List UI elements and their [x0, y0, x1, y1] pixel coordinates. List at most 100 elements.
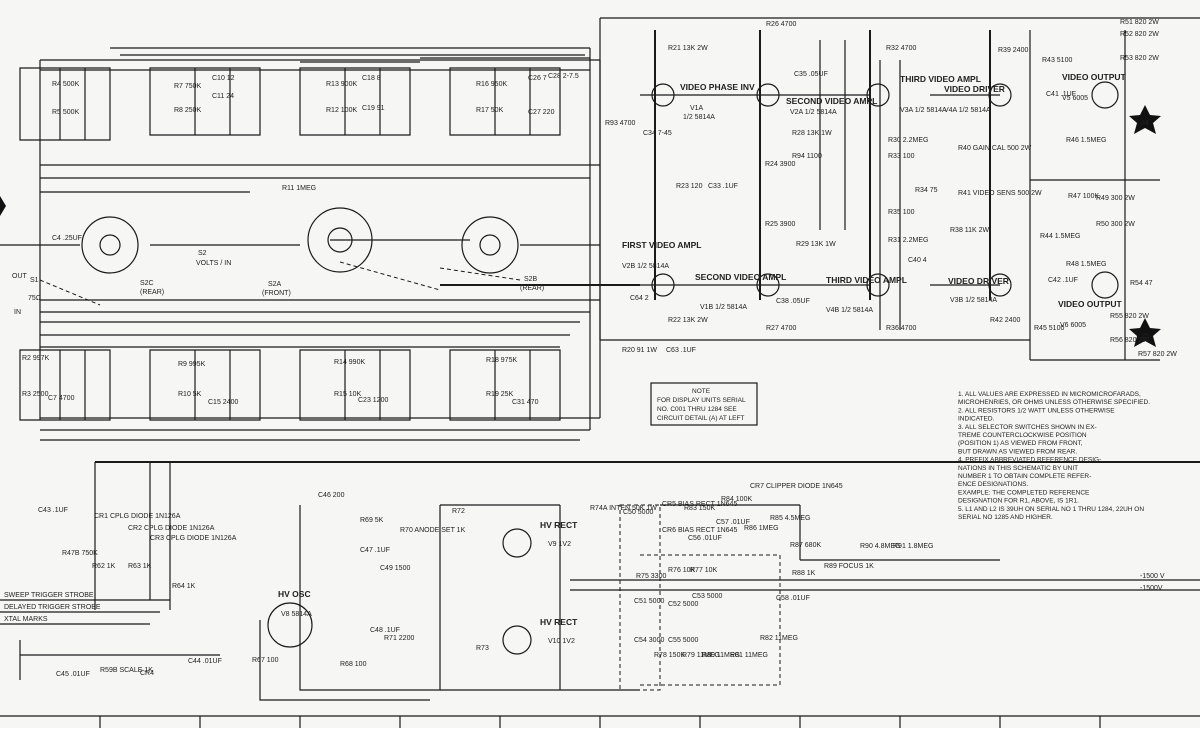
component-label: R75 3300 — [636, 573, 666, 580]
component-label: R82 11MEG — [760, 635, 798, 642]
component-label: R77 10K — [690, 567, 718, 574]
label-v1a: V1A — [690, 105, 704, 112]
component-label: CR1 CPLG DIODE 1N126A — [94, 513, 181, 520]
component-label: CR3 CPLG DIODE 1N126A — [150, 535, 237, 542]
component-label: C27 220 — [528, 109, 555, 116]
component-label: R24 3900 — [765, 161, 795, 168]
component-label: R48 1.5MEG — [1066, 261, 1106, 268]
component-label: R84 100K — [721, 496, 752, 503]
component-label: R42 2400 — [990, 317, 1020, 324]
selector-switch-s2c — [81, 207, 519, 274]
component-label: R81 11MEG — [730, 652, 768, 659]
general-notes: 1. ALL VALUES ARE EXPRESSED IN MICROMICR… — [958, 391, 1150, 521]
component-label: R18 975K — [486, 357, 517, 364]
component-label: C53 5000 — [692, 593, 722, 600]
component-label: R25 3900 — [765, 221, 795, 228]
component-label: C58 .01UF — [776, 595, 810, 602]
component-label: R13 900K — [326, 81, 357, 88]
component-label: R20 91 1W — [622, 347, 657, 354]
component-label: R11 1MEG — [282, 185, 316, 192]
display-note-line2: NO. C001 THRU 1284 SEE — [657, 406, 737, 413]
component-label: R78 150K — [654, 652, 685, 659]
general-note-line: 1. ALL VALUES ARE EXPRESSED IN MICROMICR… — [958, 391, 1141, 398]
label-hv-rect-top: HV RECT — [540, 520, 578, 530]
component-label: R93 4700 — [605, 120, 635, 127]
component-label: C41 .1UF — [1046, 91, 1076, 98]
label-v4a: V4A 1/2 5814A — [944, 107, 991, 114]
label-v1a-type: 1/2 5814A — [683, 114, 715, 121]
general-note-line: SERIAL NO 1285 AND HIGHER. — [958, 514, 1053, 521]
label-v10: V10 1V2 — [548, 638, 575, 645]
component-label: C7 4700 — [48, 395, 75, 402]
label-minus-1500-b: -1500V — [1140, 585, 1163, 592]
general-note-line: MICROHENRIES, OR OHMS UNLESS OTHERWISE S… — [958, 399, 1150, 406]
component-label: C48 .1UF — [370, 627, 400, 634]
component-label: R3 2500 — [22, 391, 49, 398]
star-label-top: 24 — [1141, 120, 1149, 127]
selector-wiring — [0, 47, 640, 441]
component-label: R16 950K — [476, 81, 507, 88]
component-label: R43 5100 — [1042, 57, 1072, 64]
component-label: R76 10K — [668, 567, 696, 574]
component-label: C47 .1UF — [360, 547, 390, 554]
component-label: C15 2400 — [208, 399, 238, 406]
label-volts-in: VOLTS / IN — [196, 260, 231, 267]
label-s2c: S2C — [140, 280, 154, 287]
label-v4b: V4B 1/2 5814A — [826, 307, 873, 314]
component-label: C11 24 — [212, 93, 234, 100]
label-v9: V9 1V2 — [548, 541, 571, 548]
star-label-bottom: 25 — [1141, 333, 1149, 340]
component-label: C4 .25UF — [52, 235, 82, 242]
component-label: R41 VIDEO SENS 500 2W — [958, 190, 1042, 197]
component-label: R72 — [452, 508, 465, 515]
general-note-line: NUMBER 1 TO OBTAIN COMPLETE REFER- — [958, 473, 1091, 480]
component-label: C44 .01UF — [188, 658, 222, 665]
strobe-labels: SWEEP TRIGGER STROBE DELAYED TRIGGER STR… — [4, 573, 1165, 623]
label-v2a: V2A 1/2 5814A — [790, 109, 837, 116]
component-label: C34 7-45 — [643, 130, 672, 137]
label-v3b: V3B 1/2 5814A — [950, 297, 997, 304]
component-label: R40 GAIN CAL 500 2W — [958, 145, 1032, 152]
general-note-line: DESIGNATION FOR R1, ABOVE, IS 1R1. — [958, 498, 1079, 505]
component-label: R63 1K — [128, 563, 152, 570]
label-s2: S2 — [198, 250, 207, 257]
label-third-video-ampl-bottom: THIRD VIDEO AMPL — [826, 275, 907, 285]
component-label: CR4 — [140, 670, 154, 677]
component-label: C42 .1UF — [1048, 277, 1078, 284]
label-out: OUT — [12, 273, 28, 280]
component-label: C45 .01UF — [56, 671, 90, 678]
component-label: R15 10K — [334, 391, 362, 398]
label-delayed-trigger: DELAYED TRIGGER STROBE — [4, 604, 101, 611]
component-label: CR6 BIAS RECT 1N645 — [662, 527, 737, 534]
component-label: R10 5K — [178, 391, 202, 398]
component-label: C50 5000 — [623, 509, 653, 516]
component-label: R49 300 2W — [1096, 195, 1135, 202]
component-label: R19 25K — [486, 391, 514, 398]
label-second-video-ampl-top: SECOND VIDEO AMPL — [786, 96, 877, 106]
label-video-output-top: VIDEO OUTPUT — [1062, 72, 1127, 82]
component-label: C28 2-7.5 — [548, 73, 579, 80]
component-label: C33 .1UF — [708, 183, 738, 190]
label-hv-osc: HV OSC — [278, 589, 311, 599]
component-label: C52 5000 — [668, 601, 698, 608]
component-label: CR7 CLIPPER DIODE 1N645 — [750, 483, 843, 490]
label-s1: S1 — [30, 277, 39, 284]
component-label: R54 47 — [1130, 280, 1153, 287]
component-label: R67 100 — [252, 657, 279, 664]
label-minus-1500-a: -1500 V — [1140, 573, 1165, 580]
general-note-line: BUT DRAWN AS VIEWED FROM REAR. — [958, 448, 1077, 455]
label-video-output-bottom: VIDEO OUTPUT — [1058, 299, 1123, 309]
general-note-line: TREME COUNTERCLOCKWISE POSITION — [958, 432, 1087, 439]
component-label: R62 1K — [92, 563, 116, 570]
component-label: R83 150K — [684, 505, 715, 512]
component-label: R50 300 2W — [1096, 221, 1135, 228]
component-label: R56 820 2W — [1110, 337, 1149, 344]
component-label: CR2 CPLG DIODE 1N126A — [128, 525, 215, 532]
component-label: R87 680K — [790, 542, 821, 549]
component-label: R2 997K — [22, 355, 50, 362]
label-in: IN — [14, 309, 21, 316]
component-label: R88 1K — [792, 570, 816, 577]
component-label: R5 500K — [52, 109, 80, 116]
